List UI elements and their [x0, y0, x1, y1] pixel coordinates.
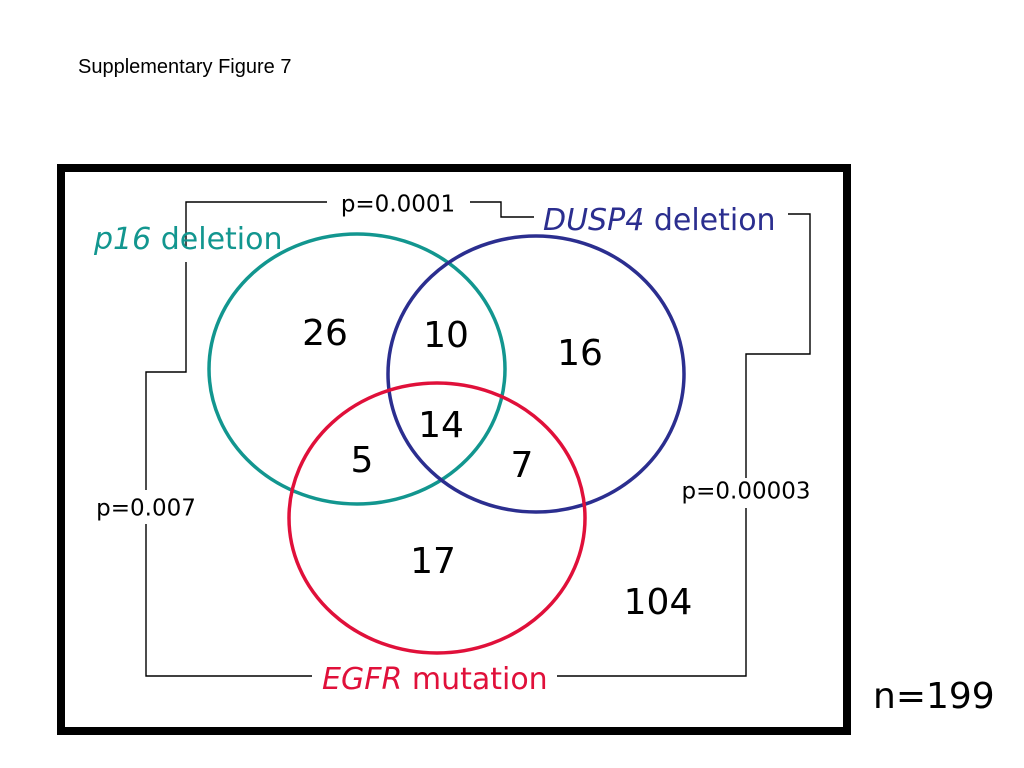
region-none: 104	[624, 582, 693, 623]
bracket-p16-egfr-bottom	[145, 524, 312, 677]
region-dusp4-egfr: 7	[511, 445, 534, 486]
egfr-mutation-label: EGFR mutation	[322, 662, 548, 697]
p16-deletion-circle	[207, 232, 507, 506]
p16-deletion-label: p16 deletion	[93, 222, 283, 257]
p-value-p16-dusp4: p=0.0001	[341, 192, 455, 218]
region-p16-only: 26	[302, 313, 348, 354]
bracket-p16-egfr-top	[145, 262, 187, 490]
region-p16-egfr: 5	[351, 440, 374, 481]
figure-title: Supplementary Figure 7	[78, 56, 292, 78]
diagram-frame	[57, 164, 851, 735]
p16-label-rest: deletion	[151, 222, 282, 257]
p-value-dusp4-egfr: p=0.00003	[682, 479, 811, 505]
region-all-three: 14	[418, 405, 464, 446]
sample-size-label: n=199	[873, 676, 995, 717]
bracket-p16-dusp4-right	[470, 201, 534, 218]
egfr-mutation-circle	[287, 381, 587, 655]
egfr-label-italic: EGFR	[322, 662, 402, 697]
bracket-dusp4-egfr-top	[745, 213, 811, 478]
bracket-dusp4-egfr-bottom	[557, 508, 747, 677]
region-egfr-only: 17	[410, 541, 456, 582]
region-dusp4-only: 16	[557, 333, 603, 374]
dusp4-label-italic: DUSP4	[543, 203, 644, 238]
p16-label-italic: p16	[93, 222, 151, 257]
region-p16-dusp4: 10	[423, 315, 469, 356]
bracket-p16-dusp4-left	[185, 201, 327, 248]
dusp4-deletion-circle	[386, 234, 686, 514]
egfr-label-rest: mutation	[402, 662, 547, 697]
dusp4-label-rest: deletion	[644, 203, 775, 238]
p-value-p16-egfr: p=0.007	[96, 496, 196, 522]
dusp4-deletion-label: DUSP4 deletion	[543, 203, 776, 238]
